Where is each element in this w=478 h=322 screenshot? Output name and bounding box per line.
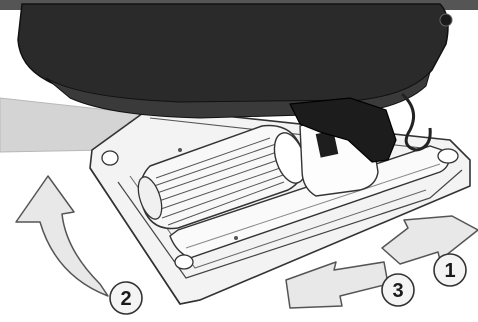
step-label-3: 3 bbox=[392, 280, 403, 302]
step-badge-2: 2 bbox=[110, 282, 142, 314]
curved-arrow-icon bbox=[16, 176, 108, 296]
arrow-left-icon bbox=[286, 262, 388, 308]
step-badge-3: 3 bbox=[382, 274, 414, 306]
step-label-1: 1 bbox=[444, 260, 455, 282]
step-badge-1: 1 bbox=[434, 254, 466, 286]
step-label-2: 2 bbox=[120, 288, 131, 310]
arrow-right-icon bbox=[382, 216, 478, 264]
